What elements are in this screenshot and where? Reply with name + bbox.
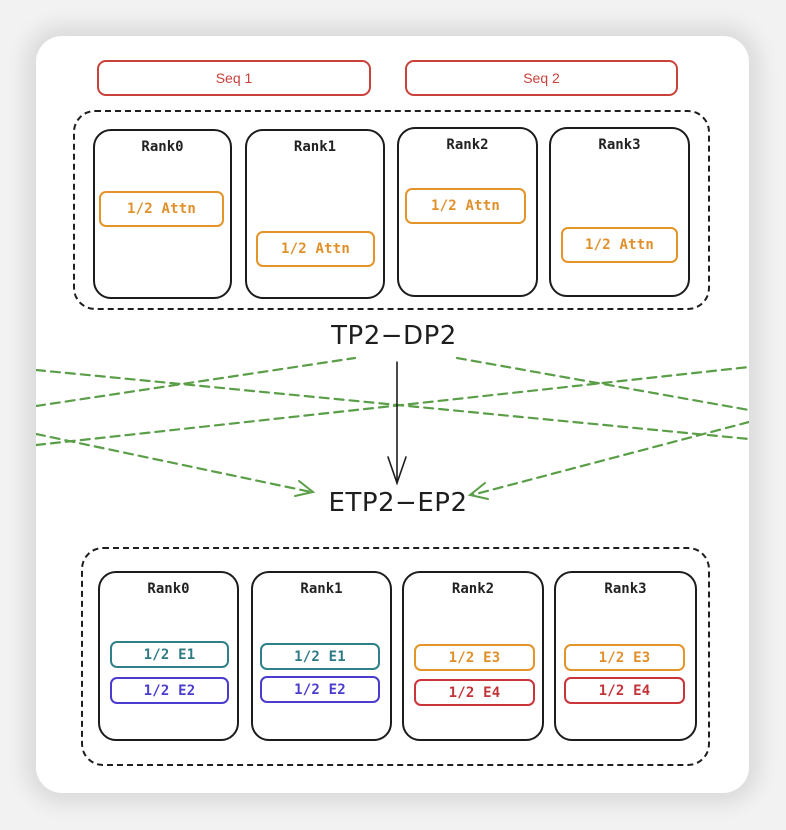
tp2-dp2-label: TP2−DP2	[331, 321, 457, 351]
bottom-rank-3: Rank3 1/2 E3 1/2 E4	[554, 571, 697, 741]
rank-title: Rank1	[300, 581, 343, 597]
green-dashed-arrow	[36, 432, 313, 494]
attn-chip: 1/2 Attn	[561, 227, 678, 263]
bottom-rank-2: Rank2 1/2 E3 1/2 E4	[402, 571, 544, 741]
expert-chip-e1: 1/2 E1	[260, 643, 380, 670]
seq-1-bar: Seq 1	[97, 60, 371, 96]
expert-chip-e3: 1/2 E3	[414, 644, 535, 671]
arrows-overlay	[36, 356, 749, 500]
green-dashed-line	[455, 356, 749, 412]
green-dashed-line	[36, 356, 357, 408]
seq-1-label: Seq 1	[215, 70, 253, 86]
rank-title: Rank0	[141, 139, 184, 155]
rank-title: Rank2	[446, 137, 489, 153]
etp-ep-group	[81, 547, 710, 766]
seq-2-label: Seq 2	[523, 70, 560, 86]
rank-title: Rank3	[598, 137, 641, 153]
green-arrowhead-icon	[467, 482, 489, 500]
attn-chip: 1/2 Attn	[256, 231, 375, 267]
attn-chip: 1/2 Attn	[99, 191, 224, 227]
down-arrow-icon	[387, 456, 407, 486]
green-dashed-line	[36, 368, 749, 441]
top-rank-0: Rank0 1/2 Attn	[93, 129, 232, 299]
bottom-rank-1: Rank1 1/2 E1 1/2 E2	[251, 571, 392, 741]
attn-chip: 1/2 Attn	[405, 188, 526, 224]
rank-title: Rank2	[451, 581, 495, 597]
top-rank-1: Rank1 1/2 Attn	[245, 129, 385, 299]
expert-chip-e4: 1/2 E4	[564, 677, 685, 704]
top-rank-2: Rank2 1/2 Attn	[397, 127, 538, 297]
rank-title: Rank1	[293, 139, 337, 155]
green-dashed-line	[36, 365, 749, 447]
tp-dp-group	[73, 110, 710, 310]
expert-chip-e4: 1/2 E4	[414, 679, 535, 706]
etp2-ep2-label: ETP2−EP2	[328, 488, 468, 518]
green-arrowhead-icon	[294, 480, 316, 497]
green-dashed-arrow	[470, 420, 749, 497]
expert-chip-e2: 1/2 E2	[260, 676, 380, 703]
expert-chip-e3: 1/2 E3	[564, 644, 685, 671]
top-rank-3: Rank3 1/2 Attn	[549, 127, 690, 297]
expert-chip-e1: 1/2 E1	[110, 641, 229, 668]
rank-title: Rank0	[147, 581, 190, 597]
bottom-rank-0: Rank0 1/2 E1 1/2 E2	[98, 571, 239, 741]
seq-2-bar: Seq 2	[405, 60, 678, 96]
expert-chip-e2: 1/2 E2	[110, 677, 229, 704]
diagram-card: Seq 1 Seq 2 Rank0 1/2 Attn Rank1 1/2 Att…	[36, 36, 749, 793]
rank-title: Rank3	[604, 581, 647, 597]
